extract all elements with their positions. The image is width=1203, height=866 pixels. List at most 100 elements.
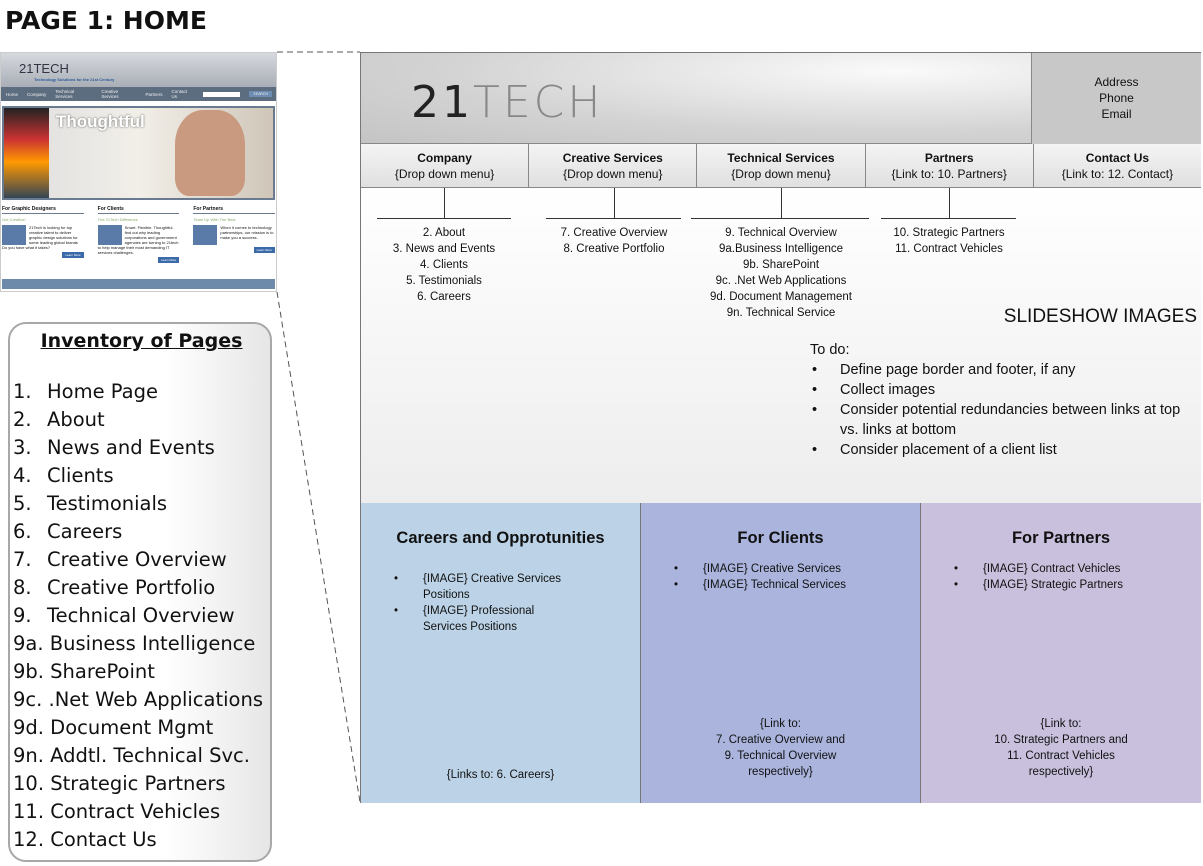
nav-partners[interactable]: Partners{Link to: 10. Partners} (865, 144, 1034, 187)
menu-item[interactable]: 6. Careers (417, 291, 471, 303)
menu-connector (546, 218, 681, 219)
menu-item[interactable]: 4. Clients (420, 259, 468, 271)
slideshow-area: 2. About 3. News and Events 4. Clients 5. T… (361, 188, 1201, 503)
nav-contact-us[interactable]: Contact Us{Link to: 12. Contact} (1033, 144, 1202, 187)
dropdown-menu-items: 7. Creative Overview 8. Creative Portfoli… (514, 225, 714, 257)
email-label: Email (1101, 107, 1132, 121)
inventory-item: 12. Contact Us (13, 828, 157, 851)
inventory-item: 8.Creative Portfolio (13, 576, 216, 599)
home-wireframe: 21TECH Address Phone Email Company{Drop … (360, 52, 1202, 803)
inventory-item: 9.Technical Overview (13, 604, 235, 627)
menu-item[interactable]: 3. News and Events (392, 243, 496, 255)
menu-item[interactable]: 9a.Business Intelligence (718, 243, 844, 255)
panel-item: {IMAGE} Creative Services (641, 561, 920, 577)
menu-item[interactable]: 9n. Technical Service (726, 307, 836, 319)
feature-panel: For Partners {IMAGE} Contract Vehicles{IM… (921, 503, 1201, 803)
thumb-hero: Thoughtful (2, 106, 275, 200)
slideshow-label: SLIDESHOW IMAGES (1003, 306, 1197, 327)
menu-connector (691, 218, 869, 219)
phone-label: Phone (1099, 91, 1134, 105)
dropdown-menu-items: 9. Technical Overview 9a.Business Intelli… (681, 225, 881, 321)
inventory-item: 2.About (13, 408, 105, 431)
inventory-item: 9c. .Net Web Applications (13, 688, 263, 711)
todo-item: Define page border and footer, if any (810, 360, 1190, 380)
panel-item: {IMAGE} Contract Vehicles (921, 561, 1201, 577)
panel-item: {IMAGE} Professional Services Positions (361, 603, 580, 635)
thumb-tagline: Technology Solutions for the 21st Centur… (34, 77, 115, 82)
menu-connector (781, 188, 782, 218)
panel-item: {IMAGE} Technical Services (641, 577, 920, 593)
inventory-item: 5.Testimonials (13, 492, 168, 515)
thumb-footer (2, 279, 275, 289)
menu-item[interactable]: 5. Testimonials (406, 275, 482, 287)
feature-panel: For Clients {IMAGE} Creative Services{IMA… (641, 503, 921, 803)
thumb-nav-item: Creative Services (101, 89, 119, 99)
inventory-item: 11. Contract Vehicles (13, 800, 221, 823)
thumb-search-button: SEARCH (249, 91, 272, 97)
dropdown-menu-items: 2. About 3. News and Events 4. Clients 5. T… (344, 225, 544, 305)
menu-item[interactable]: 9d. Document Management (710, 291, 852, 303)
thumb-nav-item: Home (6, 91, 19, 97)
panel-title: For Partners (1011, 529, 1111, 547)
menu-item[interactable]: 9c. .Net Web Applications (715, 275, 847, 287)
thumb-search-input (202, 91, 241, 97)
thumb-nav-item: Partners (145, 91, 163, 97)
thumb-logo: 21TECH (19, 61, 69, 76)
thumb-nav-item: Technical Services (55, 89, 75, 99)
panel-title: For Clients (737, 529, 824, 547)
menu-item[interactable]: 9. Technical Overview (725, 227, 837, 239)
inventory-item: 7.Creative Overview (13, 548, 227, 571)
main-nav: Company{Drop down menu} Creative Service… (361, 144, 1202, 188)
todo-title: To do: (810, 342, 850, 358)
inventory-item: 6.Careers (13, 520, 123, 543)
panel-link-note: {Links to: 6. Careers} (446, 769, 555, 781)
menu-connector (377, 218, 511, 219)
menu-item[interactable]: 2. About (422, 227, 466, 239)
inventory-title: Inventory of Pages (40, 330, 243, 352)
panel-item: {IMAGE} Strategic Partners (921, 577, 1201, 593)
thumb-nav-item: Company (27, 91, 47, 97)
inventory-of-pages: Inventory of Pages 1.Home Page 2.About 3.N… (8, 322, 272, 862)
address-label: Address (1094, 75, 1139, 89)
feature-panel: Careers and Opprotunities {IMAGE} Creativ… (361, 503, 641, 803)
panel-item: {IMAGE} Creative Services Positions (361, 571, 580, 603)
logo: 21TECH (411, 77, 604, 128)
inventory-item: 9b. SharePoint (13, 660, 155, 683)
inventory-item: 10. Strategic Partners (13, 772, 226, 795)
nav-creative-services[interactable]: Creative Services{Drop down menu} (529, 144, 698, 187)
thumb-hero-title: Thoughtful (56, 112, 145, 131)
menu-item[interactable]: 11. Contract Vehicles (895, 243, 1003, 255)
thumb-nav-item: Contact Us (171, 89, 187, 99)
menu-item[interactable]: 10. Strategic Partners (893, 227, 1005, 239)
panel-title: Careers and Opprotunities (396, 529, 605, 547)
header-banner: 21TECH (361, 53, 1032, 144)
menu-connector (881, 218, 1016, 219)
page-title: PAGE 1: HOME (5, 6, 207, 35)
menu-connector (949, 188, 950, 218)
thumb-nav: Home Company Technical Services Creative Se… (1, 87, 276, 101)
inventory-item: 1.Home Page (13, 380, 158, 403)
todo-item: Consider potential redundancies between … (810, 400, 1190, 440)
inventory-item: 3.News and Events (13, 436, 215, 459)
dropdown-menu-items: 10. Strategic Partners 11. Contract Vehic… (849, 225, 1049, 257)
menu-item[interactable]: 8. Creative Portfolio (563, 243, 665, 255)
menu-item[interactable]: 9b. SharePoint (742, 259, 820, 271)
menu-connector (614, 188, 615, 218)
todo-item: Consider placement of a client list (810, 440, 1190, 460)
nav-technical-services[interactable]: Technical Services{Drop down menu} (697, 144, 866, 187)
todo-item: Collect images (810, 380, 1190, 400)
menu-item[interactable]: 7. Creative Overview (560, 227, 668, 239)
inventory-item: 9a. Business Intelligence (13, 632, 256, 655)
menu-connector (444, 188, 445, 218)
contact-info: Address Phone Email (1032, 53, 1201, 144)
todo-list: To do: Define page border and footer, if… (810, 340, 1190, 460)
inventory-item: 4.Clients (13, 464, 114, 487)
nav-company[interactable]: Company{Drop down menu} (361, 144, 530, 187)
